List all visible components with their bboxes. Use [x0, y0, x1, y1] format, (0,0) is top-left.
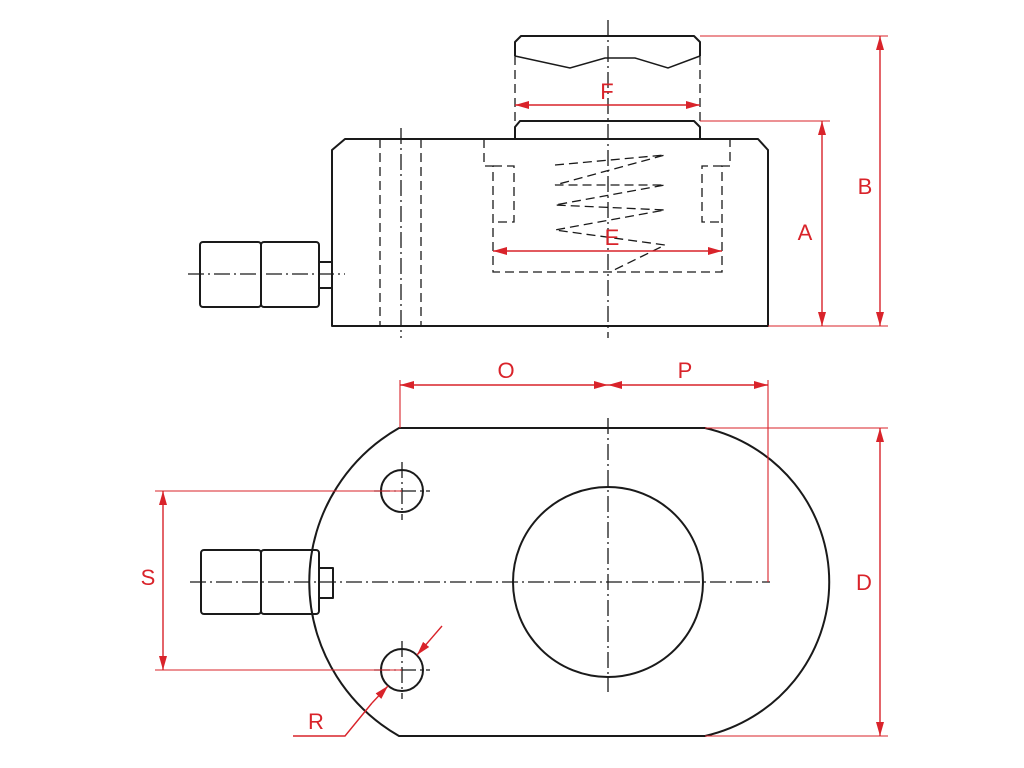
- dimension-R-leader: [293, 702, 373, 737]
- label-S: S: [141, 565, 156, 590]
- coupler-nipple: [318, 261, 333, 289]
- base-plate: [308, 427, 831, 737]
- label-F: F: [600, 79, 613, 104]
- top-view: [190, 418, 831, 737]
- piston-hidden-right: [701, 165, 722, 223]
- side-view: [188, 20, 769, 338]
- coupler-nipple-top: [318, 567, 334, 599]
- dimensions: F E A B O P D S R: [141, 35, 888, 737]
- bore-hidden: [483, 139, 731, 273]
- dimension-R-arrow-out: [416, 625, 443, 656]
- label-R: R: [308, 709, 324, 734]
- dimension-R-arrow-in: [371, 685, 389, 704]
- label-B: B: [858, 174, 873, 199]
- spring-hidden: [554, 154, 668, 273]
- piston-hidden-left: [493, 165, 515, 223]
- label-E: E: [605, 225, 620, 250]
- label-O: O: [497, 358, 514, 383]
- label-A: A: [798, 220, 813, 245]
- label-P: P: [678, 358, 693, 383]
- plunger-lower: [514, 120, 701, 139]
- label-D: D: [856, 570, 872, 595]
- break-line: [514, 55, 701, 69]
